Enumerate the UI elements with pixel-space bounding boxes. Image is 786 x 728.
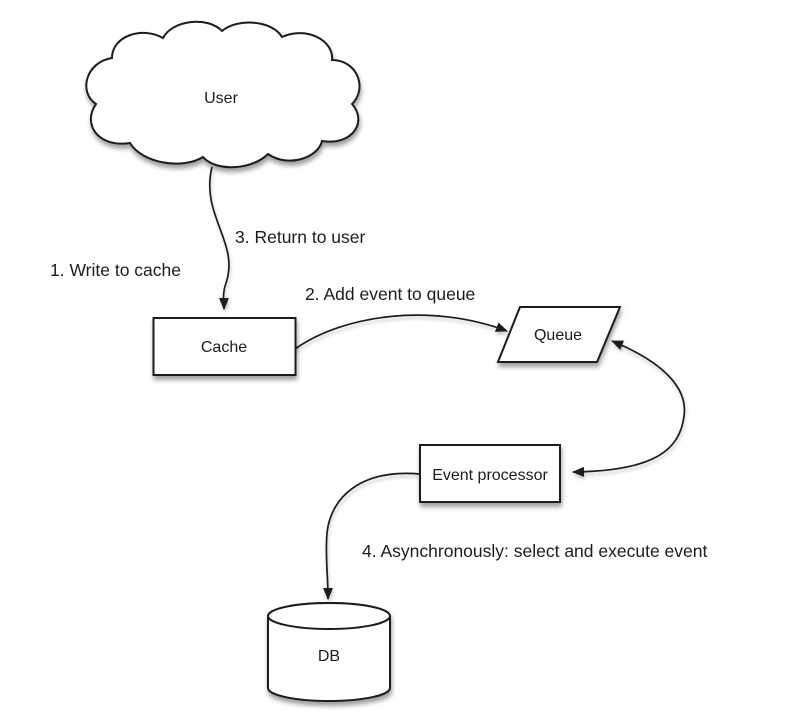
- event-processor-node-label: Event processor: [432, 467, 548, 484]
- queue-node-label: Queue: [534, 327, 582, 344]
- edge-event-processor-to-db: [322, 472, 421, 600]
- cache-node-label: Cache: [201, 339, 247, 356]
- step-1-label: 1. Write to cache: [50, 260, 181, 280]
- step-3-label: 3. Return to user: [235, 227, 366, 247]
- user-node-label: User: [204, 90, 238, 107]
- queue-parallelogram-shape: [496, 306, 622, 363]
- event-processor-box-shape: [419, 444, 561, 503]
- edge-cache-to-queue: [294, 314, 508, 350]
- db-node-label: DB: [318, 648, 340, 665]
- user-cloud-shape: [85, 20, 361, 169]
- cache-box-shape: [152, 317, 297, 376]
- edge-queue-event-processor: [572, 340, 686, 477]
- edge-user-to-cache: [208, 166, 230, 310]
- db-cylinder-top-rim: [267, 602, 391, 630]
- step-4-label: 4. Asynchronously: select and execute ev…: [362, 541, 707, 561]
- step-2-label: 2. Add event to queue: [305, 284, 475, 304]
